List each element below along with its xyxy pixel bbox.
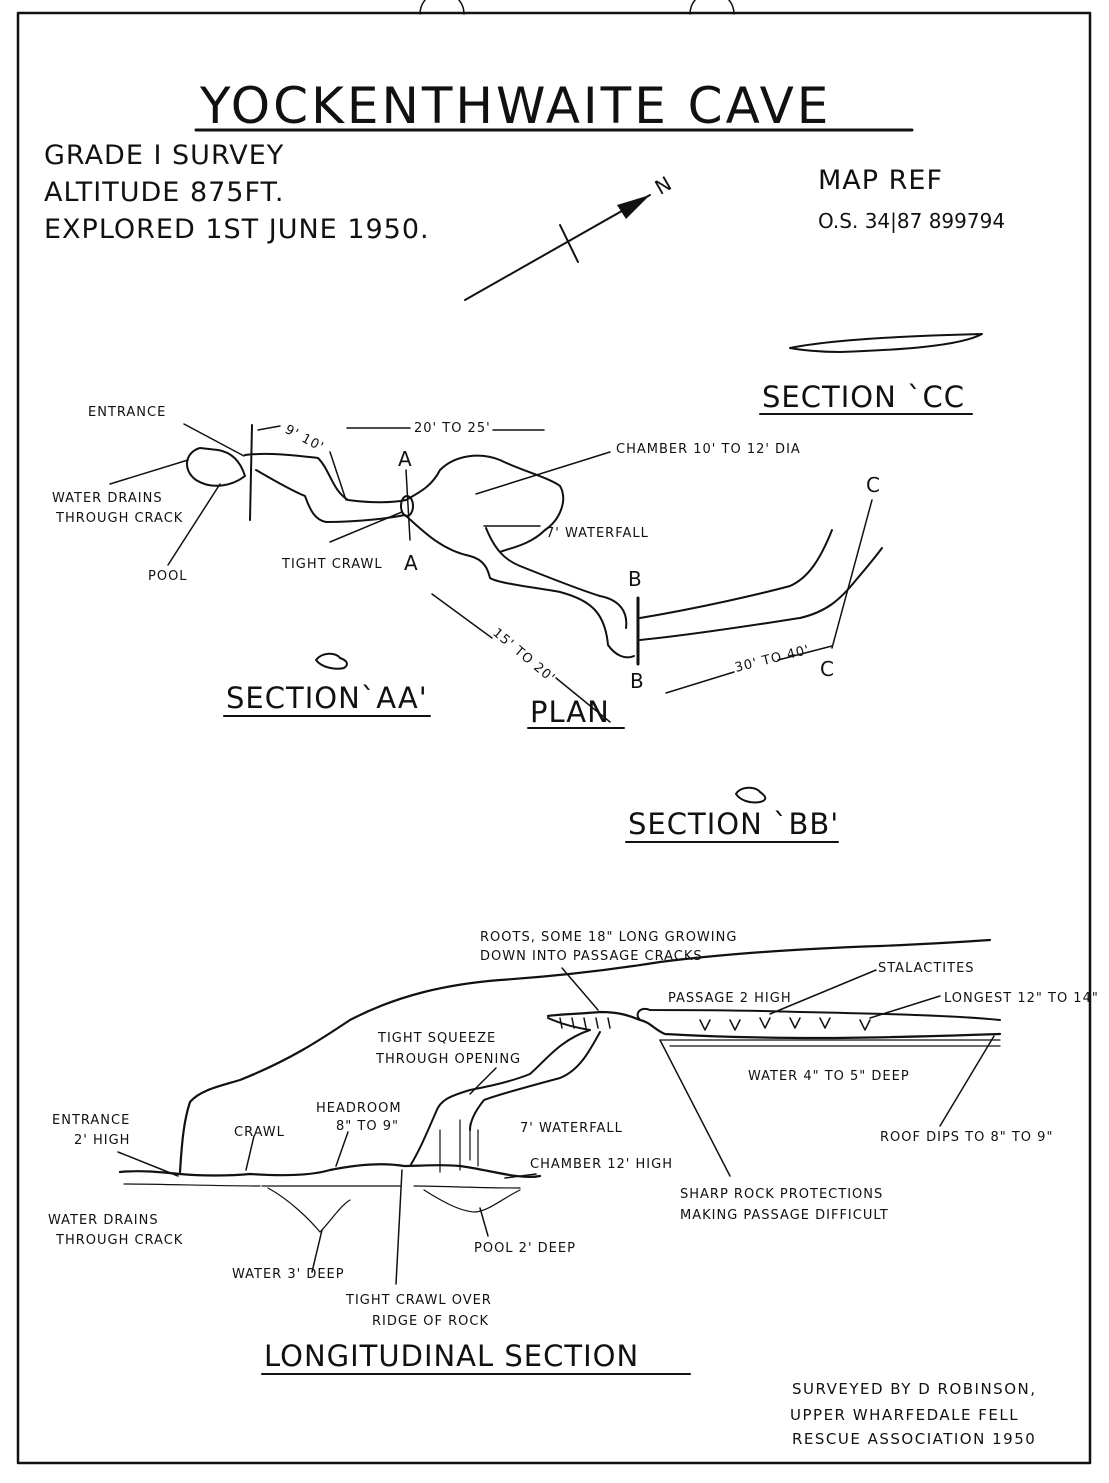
survey-credits: SURVEYED BY D ROBINSON, UPPER WHARFEDALE… [790, 1380, 1037, 1448]
long-label-roots-2: DOWN INTO PASSAGE CRACKS [480, 949, 703, 964]
long-water [123, 1039, 1001, 1233]
plan-label-water-drains: WATER DRAINS [52, 491, 163, 506]
long-label-stalactites: STALACTITES [878, 961, 975, 976]
long-label-water-deep: WATER 4" TO 5" DEEP [748, 1069, 910, 1084]
long-label-chamber: CHAMBER 12' HIGH [530, 1157, 673, 1172]
survey-info: GRADE I SURVEY ALTITUDE 875FT. EXPLORED … [44, 140, 430, 245]
section-bb-title: SECTION `BB' [628, 807, 839, 841]
long-stalactites [559, 1017, 871, 1031]
section-bb-profile [735, 786, 767, 804]
long-label-water-drains-1: WATER DRAINS [48, 1213, 159, 1228]
plan-dim-30-40: 30' TO 40' [733, 643, 811, 676]
long-label-squeeze-2: THROUGH OPENING [375, 1052, 521, 1067]
long-label-longest: LONGEST 12" TO 14" [944, 991, 1099, 1006]
long-label-water-drains-2: THROUGH CRACK [55, 1233, 183, 1248]
credits-line-1: SURVEYED BY D ROBINSON, [792, 1380, 1037, 1398]
plan-dim-9-10: 9' 10' [282, 422, 326, 455]
cave-plan: ENTRANCE WATER DRAINS THROUGH CRACK POOL… [52, 405, 883, 723]
plan-label-tight-crawl: TIGHT CRAWL [281, 557, 383, 572]
long-label-sharp-1: SHARP ROCK PROTECTIONS [680, 1187, 883, 1202]
long-label-pool: POOL 2' DEEP [474, 1241, 576, 1256]
plan-label-entrance: ENTRANCE [88, 405, 166, 420]
section-bb: SECTION `BB' [625, 786, 839, 843]
long-floor-outline [118, 1010, 1002, 1178]
long-label-tight-crawl-1: TIGHT CRAWL OVER [345, 1293, 492, 1308]
long-roof-outline [178, 938, 992, 1174]
map-reference: MAP REF O.S. 34|87 899794 [818, 165, 1005, 233]
section-line-c [831, 499, 873, 649]
long-label-roots-1: ROOTS, SOME 18" LONG GROWING [480, 930, 737, 945]
page-title: YOCKENTHWAITE CAVE [199, 77, 831, 135]
plan-mark-a-bottom: A [404, 551, 418, 575]
long-label-water-3: WATER 3' DEEP [232, 1267, 345, 1282]
plan-title: PLAN [530, 695, 610, 729]
long-label-tight-crawl-2: RIDGE OF ROCK [372, 1314, 489, 1329]
north-label: N [651, 171, 676, 199]
sheet-border [16, 0, 1092, 1465]
plan-passage-outline [186, 424, 883, 659]
section-cc: SECTION `CC [759, 333, 983, 415]
plan-leader-lines [109, 423, 833, 723]
long-label-waterfall: 7' WATERFALL [520, 1121, 623, 1136]
plan-mark-c-top: C [866, 473, 880, 497]
credits-line-3: RESCUE ASSOCIATION 1950 [792, 1430, 1036, 1448]
section-cc-profile [789, 333, 983, 353]
map-ref-label: MAP REF [818, 165, 943, 196]
long-label-headroom-1: HEADROOM [316, 1101, 402, 1116]
longitudinal-section: ROOTS, SOME 18" LONG GROWING DOWN INTO P… [48, 930, 1099, 1375]
survey-explored: EXPLORED 1ST JUNE 1950. [44, 214, 430, 245]
longitudinal-title: LONGITUDINAL SECTION [264, 1339, 639, 1373]
plan-label-through-crack: THROUGH CRACK [55, 511, 183, 526]
plan-label-waterfall: 7' WATERFALL [546, 526, 649, 541]
plan-mark-b-bottom: B [630, 669, 644, 693]
section-line-a [405, 469, 411, 541]
plan-dim-15-20: 15' TO 20' [489, 626, 557, 687]
plan-mark-b-top: B [628, 567, 642, 591]
long-label-crawl: CRAWL [234, 1125, 285, 1140]
plan-mark-c-bottom: C [820, 657, 834, 681]
long-label-passage: PASSAGE 2 HIGH [668, 991, 792, 1006]
plan-mark-a-top: A [398, 447, 412, 471]
survey-grade: GRADE I SURVEY [44, 140, 284, 171]
long-passage-inner [409, 1008, 1001, 1167]
long-leader-lines [117, 967, 995, 1285]
survey-altitude: ALTITUDE 875FT. [44, 177, 284, 208]
section-aa-title: SECTION`AA' [226, 681, 428, 715]
plan-dim-20-25: 20' TO 25' [414, 421, 491, 436]
long-label-squeeze-1: TIGHT SQUEEZE [377, 1031, 496, 1046]
long-label-sharp-2: MAKING PASSAGE DIFFICULT [680, 1208, 889, 1223]
long-label-entrance-1: ENTRANCE [52, 1113, 130, 1128]
long-label-roof-dips: ROOF DIPS TO 8" TO 9" [880, 1130, 1053, 1145]
map-ref-value: O.S. 34|87 899794 [818, 209, 1005, 233]
section-aa: SECTION`AA' [223, 652, 431, 717]
credits-line-2: UPPER WHARFEDALE FELL [790, 1406, 1019, 1424]
section-cc-title: SECTION `CC [762, 380, 965, 414]
long-label-headroom-2: 8" TO 9" [336, 1119, 399, 1134]
north-arrow-icon: N [464, 171, 676, 301]
section-aa-profile [315, 652, 348, 670]
long-label-entrance-2: 2' HIGH [74, 1133, 130, 1148]
plan-label-pool: POOL [148, 569, 188, 584]
plan-label-chamber: CHAMBER 10' TO 12' DIA [616, 442, 801, 457]
